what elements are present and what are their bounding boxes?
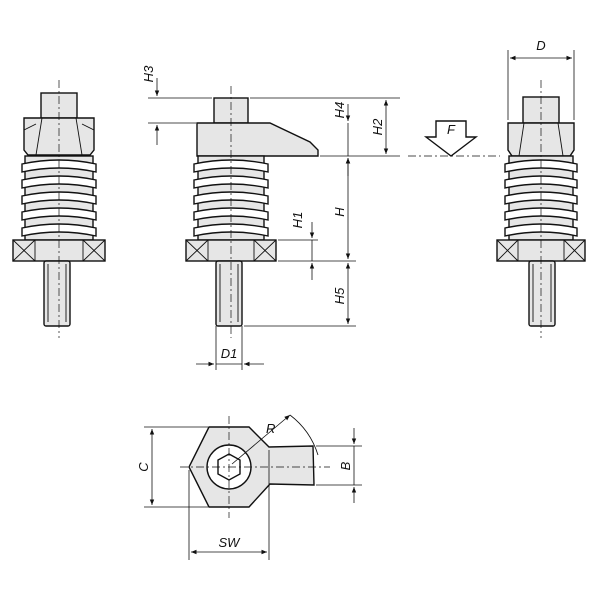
label-h2: H2 [370, 118, 385, 135]
dimension-b: B [316, 428, 362, 503]
dimension-c: C [136, 426, 208, 508]
dimension-sw: SW [188, 450, 270, 560]
left-thread-stub [43, 260, 71, 327]
label-d: D [536, 38, 545, 53]
force-arrow: F [408, 120, 500, 157]
dimension-d: D [507, 38, 575, 120]
label-h: H [332, 207, 347, 217]
label-b: B [338, 461, 353, 470]
dimension-h3: H3 [141, 65, 212, 145]
dimension-h2: H2 [370, 100, 389, 154]
dimension-h4: H4 [250, 97, 400, 176]
dimension-h: H [278, 158, 356, 262]
label-sw: SW [219, 535, 242, 550]
dimension-h1: H1 [278, 212, 318, 280]
label-f: F [447, 122, 456, 137]
left-hex-nut [23, 117, 95, 156]
label-h1: H1 [290, 212, 305, 229]
label-c: C [136, 462, 151, 472]
middle-cam-lever [196, 122, 319, 157]
middle-thread-stub [215, 260, 243, 327]
dimension-h5: H5 [244, 263, 356, 327]
right-thread-stub [528, 260, 556, 327]
label-h5: H5 [332, 287, 347, 304]
top-view: R [180, 414, 330, 518]
label-h3: H3 [141, 65, 156, 82]
label-d1: D1 [221, 346, 238, 361]
label-r: R [266, 421, 275, 436]
force-arrow-icon [423, 120, 479, 157]
middle-view [185, 86, 319, 338]
right-view [496, 80, 586, 338]
dimension-d1: D1 [196, 326, 264, 370]
left-view [12, 80, 106, 338]
label-h4: H4 [332, 102, 347, 119]
